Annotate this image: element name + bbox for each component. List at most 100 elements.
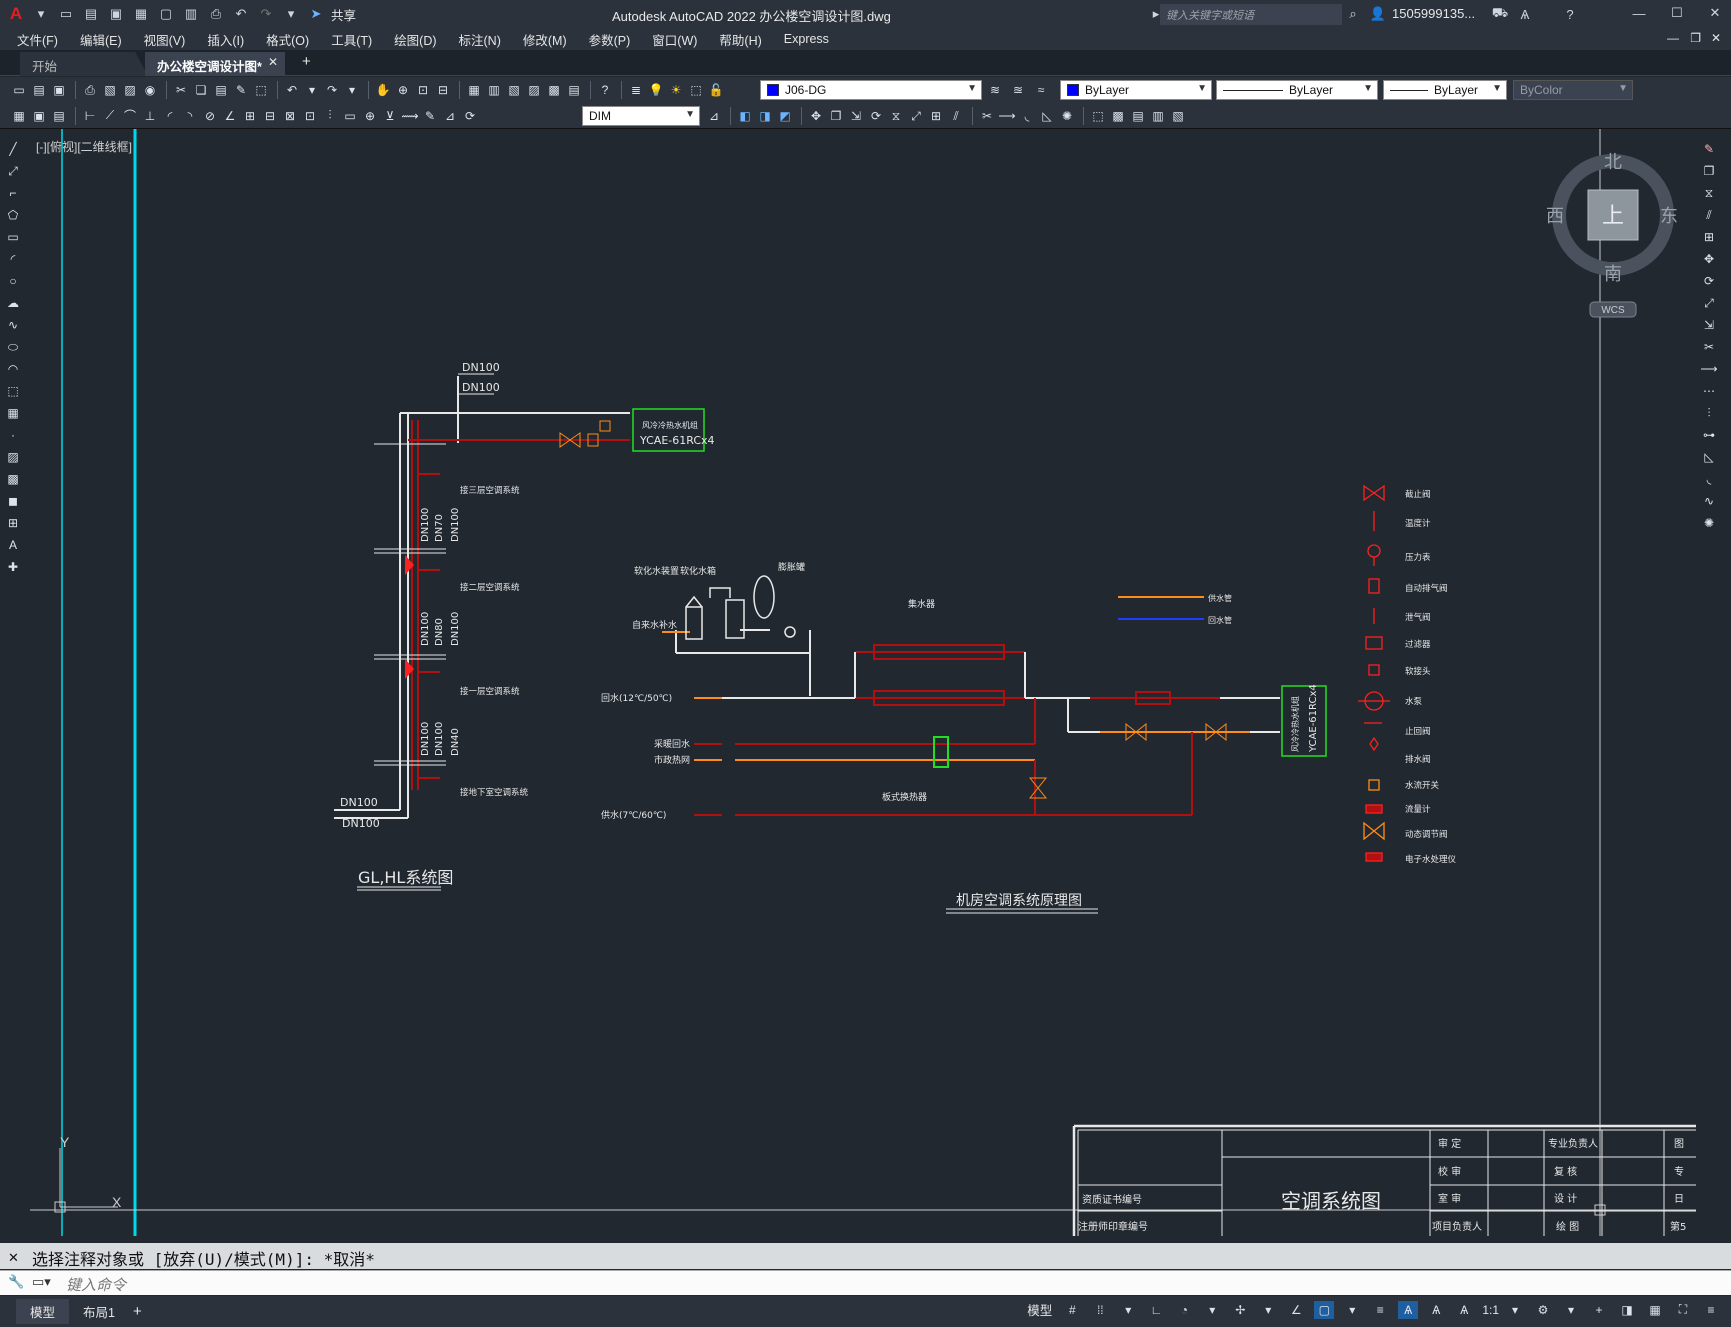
- chevron-down-icon[interactable]: ▾: [1265, 1302, 1272, 1317]
- jogged-dim-icon[interactable]: ◝: [187, 108, 193, 123]
- radius-dim-icon[interactable]: ◜: [167, 108, 173, 123]
- spline-icon[interactable]: ∿: [7, 318, 19, 332]
- quick-select-icon[interactable]: ▣: [33, 108, 45, 123]
- tool-palettes-icon[interactable]: ▧: [508, 83, 520, 97]
- layer-previous-icon[interactable]: ≊: [1012, 83, 1024, 97]
- chevron-down-icon[interactable]: ▾: [1209, 1302, 1216, 1317]
- join-icon[interactable]: ⊶: [1703, 428, 1715, 442]
- add-selected-icon[interactable]: ✚: [7, 560, 19, 574]
- autoscale-icon[interactable]: Ѧ: [1432, 1302, 1441, 1317]
- model-space-button[interactable]: 模型: [1027, 1304, 1053, 1318]
- color-dropdown[interactable]: ByLayer ▼: [1060, 80, 1212, 100]
- save-icon[interactable]: ▣: [53, 83, 65, 97]
- search-input[interactable]: 键入关键字或短语: [1160, 4, 1342, 25]
- layer-state-icon[interactable]: ≈: [1037, 83, 1045, 97]
- baseline-dim-icon[interactable]: ⊟: [264, 108, 276, 123]
- help-icon[interactable]: ?: [601, 83, 609, 97]
- redo-icon[interactable]: ↷: [326, 83, 338, 97]
- plot-icon[interactable]: ⎙: [85, 82, 95, 97]
- dim-edit-icon[interactable]: ✎: [424, 108, 436, 123]
- lineweight-dropdown[interactable]: ByLayer ▼: [1383, 80, 1507, 100]
- redo-list-icon[interactable]: ▾: [348, 83, 356, 97]
- annotation-scale-icon[interactable]: Ѧ: [1460, 1302, 1469, 1317]
- erase-icon[interactable]: ✎: [1703, 142, 1715, 156]
- polyline-icon[interactable]: ⌐: [9, 186, 17, 200]
- lineweight-icon[interactable]: ≡: [1376, 1302, 1384, 1317]
- close-icon[interactable]: ✕: [1709, 5, 1721, 20]
- open-icon[interactable]: ▤: [33, 83, 45, 97]
- xref-icon[interactable]: ▥: [1152, 109, 1164, 123]
- annotation-visibility-icon[interactable]: Ѧ: [1398, 1300, 1419, 1319]
- share-button[interactable]: 共享: [331, 8, 357, 23]
- tab-document[interactable]: 办公楼空调设计图*: [145, 52, 285, 76]
- chamfer-icon[interactable]: ◺: [1042, 109, 1052, 123]
- menu-parametric[interactable]: 参数(P): [588, 33, 631, 48]
- layer-dropdown[interactable]: J06-DG ▼: [760, 80, 982, 100]
- drawing-viewport[interactable]: [30, 129, 1696, 1236]
- diameter-dim-icon[interactable]: ⊘: [204, 108, 216, 123]
- isolate-objects-icon[interactable]: ◨: [1621, 1302, 1633, 1317]
- extend-icon[interactable]: ⟶: [998, 109, 1016, 123]
- 3d-print-icon[interactable]: ◉: [144, 83, 156, 97]
- table-icon[interactable]: ⊞: [7, 516, 19, 530]
- attribute-icon[interactable]: ▤: [1132, 109, 1144, 123]
- match-prop-icon[interactable]: ✎: [235, 83, 247, 97]
- menu-modify[interactable]: 修改(M): [522, 33, 567, 48]
- ellipse-arc-icon[interactable]: ◠: [7, 362, 19, 376]
- undo-list-icon[interactable]: ▾: [308, 83, 316, 97]
- dim-break-icon[interactable]: ⫶: [328, 108, 332, 122]
- region-icon[interactable]: ◼: [8, 494, 18, 508]
- isodraft-icon[interactable]: ✢: [1235, 1302, 1246, 1317]
- menu-tools[interactable]: 工具(T): [331, 33, 373, 48]
- layer-viewport-icon[interactable]: ⬚: [690, 83, 702, 97]
- new-tab-icon[interactable]: +: [302, 53, 311, 70]
- chamfer-icon[interactable]: ◺: [1704, 450, 1714, 464]
- grid-icon[interactable]: #: [1068, 1302, 1076, 1317]
- dim-update-icon[interactable]: ⟳: [464, 108, 476, 123]
- properties-icon[interactable]: ▦: [13, 108, 25, 123]
- maximize-icon[interactable]: ☐: [1671, 5, 1683, 20]
- layer-properties-icon[interactable]: ≣: [630, 83, 642, 97]
- bring-front-icon[interactable]: ◧: [739, 109, 751, 123]
- arc-icon[interactable]: ◜: [10, 252, 16, 266]
- autocad-logo-icon[interactable]: A: [9, 4, 23, 23]
- extend-icon[interactable]: ⟶: [1700, 362, 1718, 376]
- cut-icon[interactable]: ✂: [175, 83, 187, 97]
- command-prompt-icon[interactable]: ▭▾: [32, 1274, 51, 1289]
- sheet-set-icon[interactable]: ▨: [528, 83, 540, 97]
- preview-icon[interactable]: ▧: [104, 83, 116, 97]
- chevron-down-icon[interactable]: ▾: [1125, 1302, 1132, 1317]
- menu-view[interactable]: 视图(V): [143, 33, 186, 48]
- rotate-icon[interactable]: ⟳: [870, 109, 882, 123]
- dim-style-manager-icon[interactable]: ⊿: [708, 109, 720, 123]
- clean-screen-icon[interactable]: ⛶: [1678, 1302, 1688, 1316]
- save-icon[interactable]: ▣: [109, 6, 123, 21]
- arc-length-icon[interactable]: ⌒: [123, 109, 136, 123]
- rotate-icon[interactable]: ⟳: [1703, 274, 1715, 288]
- web-open-icon[interactable]: ▢: [159, 6, 173, 21]
- stretch-icon[interactable]: ⇲: [1703, 318, 1715, 332]
- tab-start[interactable]: 开始: [20, 52, 148, 76]
- add-layout-icon[interactable]: +: [132, 1303, 142, 1320]
- block-editor-icon[interactable]: ⬚: [255, 83, 267, 97]
- ellipse-icon[interactable]: ⬭: [7, 340, 19, 354]
- block-define-icon[interactable]: ▩: [1112, 109, 1124, 123]
- user-icon[interactable]: 👤: [1369, 6, 1387, 21]
- gradient-icon[interactable]: ▩: [7, 472, 19, 486]
- qnew-icon[interactable]: ▭: [13, 83, 25, 97]
- cart-icon[interactable]: ⛟: [1491, 5, 1509, 20]
- continue-dim-icon[interactable]: ⊠: [284, 108, 296, 123]
- trim-icon[interactable]: ✂: [1703, 340, 1715, 354]
- offset-icon[interactable]: ⫽: [1706, 208, 1712, 222]
- search-icon[interactable]: ⌕: [1349, 6, 1357, 21]
- command-input[interactable]: 键入命令: [0, 1270, 1731, 1295]
- insert-block-icon[interactable]: ⬚: [7, 384, 19, 398]
- angular-dim-icon[interactable]: ∠: [224, 108, 236, 123]
- plot-icon[interactable]: ⎙: [210, 6, 222, 21]
- revcloud-icon[interactable]: ☁: [7, 296, 19, 310]
- break-point-icon[interactable]: ⋯: [1703, 384, 1715, 398]
- design-center-icon[interactable]: ▥: [488, 83, 500, 97]
- doc-close-icon[interactable]: ✕: [1710, 31, 1721, 45]
- polar-icon[interactable]: ◔: [1180, 1302, 1188, 1317]
- move-icon[interactable]: ✥: [1703, 252, 1715, 266]
